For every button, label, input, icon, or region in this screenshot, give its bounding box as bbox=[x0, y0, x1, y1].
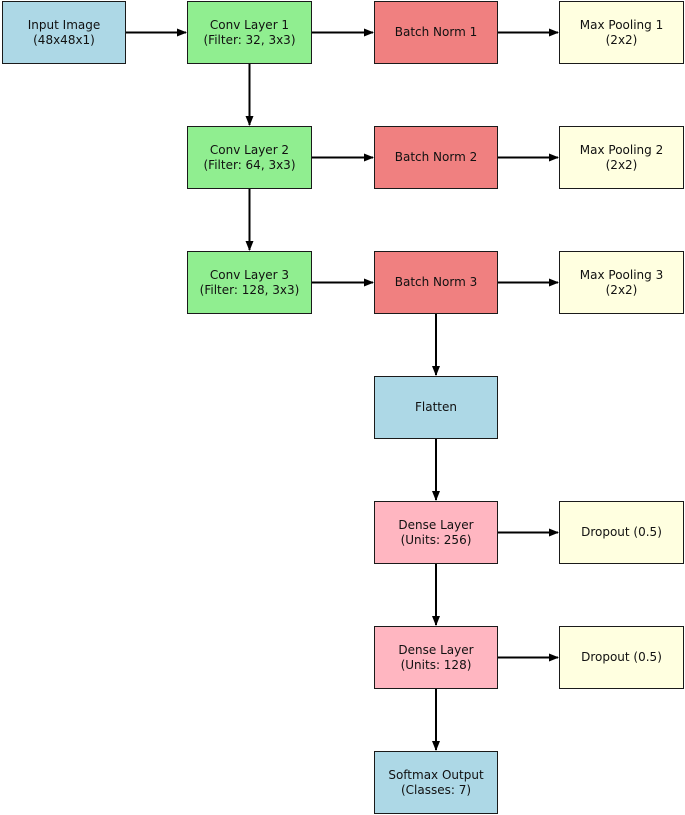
input-image-node: Input Image (48x48x1) bbox=[2, 1, 126, 64]
dropout-1-label: Dropout (0.5) bbox=[581, 525, 662, 539]
conv-layer-3-label: Conv Layer 3 (Filter: 128, 3x3) bbox=[199, 267, 300, 297]
dense-layer-256-label: Dense Layer (Units: 256) bbox=[398, 517, 474, 547]
max-pooling-3-label: Max Pooling 3 (2x2) bbox=[579, 267, 664, 297]
batch-norm-1-label: Batch Norm 1 bbox=[394, 25, 478, 39]
batch-norm-3-node: Batch Norm 3 bbox=[374, 251, 498, 314]
dense-layer-128-label: Dense Layer (Units: 128) bbox=[398, 642, 474, 672]
dropout-2-label: Dropout (0.5) bbox=[581, 650, 662, 664]
conv-layer-2-label: Conv Layer 2 (Filter: 64, 3x3) bbox=[203, 142, 296, 172]
max-pooling-2-label: Max Pooling 2 (2x2) bbox=[579, 142, 664, 172]
conv-layer-2-node: Conv Layer 2 (Filter: 64, 3x3) bbox=[187, 126, 312, 189]
dense-layer-128-node: Dense Layer (Units: 128) bbox=[374, 626, 498, 689]
dense-layer-256-node: Dense Layer (Units: 256) bbox=[374, 501, 498, 564]
input-image-label: Input Image (48x48x1) bbox=[27, 17, 101, 47]
max-pooling-1-node: Max Pooling 1 (2x2) bbox=[559, 1, 684, 64]
dropout-2-node: Dropout (0.5) bbox=[559, 626, 684, 689]
batch-norm-2-label: Batch Norm 2 bbox=[394, 150, 478, 164]
conv-layer-1-node: Conv Layer 1 (Filter: 32, 3x3) bbox=[187, 1, 312, 64]
flatten-label: Flatten bbox=[415, 400, 457, 414]
dropout-1-node: Dropout (0.5) bbox=[559, 501, 684, 564]
conv-layer-3-node: Conv Layer 3 (Filter: 128, 3x3) bbox=[187, 251, 312, 314]
batch-norm-1-node: Batch Norm 1 bbox=[374, 1, 498, 64]
batch-norm-3-label: Batch Norm 3 bbox=[394, 275, 478, 289]
flatten-node: Flatten bbox=[374, 376, 498, 439]
max-pooling-3-node: Max Pooling 3 (2x2) bbox=[559, 251, 684, 314]
softmax-output-label: Softmax Output (Classes: 7) bbox=[388, 767, 484, 797]
softmax-output-node: Softmax Output (Classes: 7) bbox=[374, 751, 498, 814]
conv-layer-1-label: Conv Layer 1 (Filter: 32, 3x3) bbox=[203, 17, 296, 47]
max-pooling-2-node: Max Pooling 2 (2x2) bbox=[559, 126, 684, 189]
max-pooling-1-label: Max Pooling 1 (2x2) bbox=[579, 17, 664, 47]
batch-norm-2-node: Batch Norm 2 bbox=[374, 126, 498, 189]
